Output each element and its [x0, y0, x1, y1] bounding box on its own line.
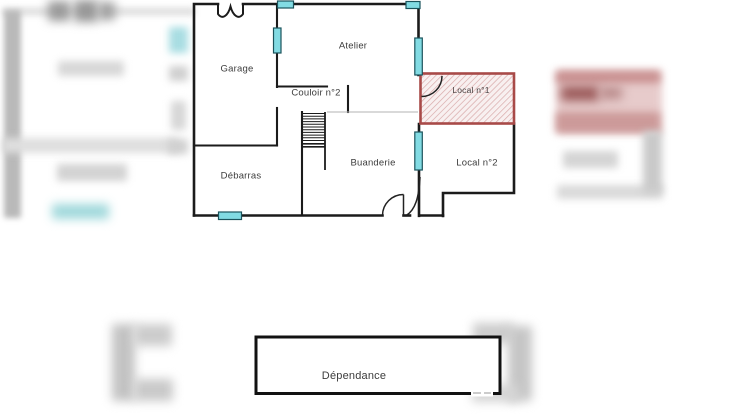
blurred-wall — [4, 10, 21, 218]
door-arc-local-1 — [421, 75, 443, 98]
window-garage-atelier — [272, 27, 282, 54]
room-label-debarras: Débarras — [220, 170, 262, 182]
blurred-wall — [643, 131, 662, 193]
blurred-wall — [168, 139, 188, 154]
blurred-title-text — [48, 1, 70, 21]
door-arc-entry — [406, 176, 421, 216]
blurred-room-label — [561, 86, 599, 101]
blurred-hatched-room-border — [556, 112, 660, 133]
blurred-hatched-room-border — [556, 71, 660, 83]
room-label-couloir-2: Couloir n°2 — [291, 87, 341, 99]
blurred-wall — [134, 324, 172, 346]
door-arc-buanderie — [381, 193, 405, 216]
blurred-wall — [2, 138, 178, 153]
interior-walls — [192, 2, 350, 217]
room-local-1-hatched — [419, 72, 516, 125]
blurred-room-label — [563, 151, 618, 168]
window-top-right — [405, 0, 421, 10]
blurred-title-text — [74, 0, 98, 22]
windows — [217, 0, 423, 221]
blurred-room-label — [58, 61, 124, 76]
room-label-garage: Garage — [220, 63, 254, 75]
blurred-wall — [169, 66, 188, 81]
window-atelier-right — [414, 37, 423, 76]
blurred-wall — [134, 379, 173, 401]
blurred-window — [52, 204, 109, 219]
stair-treads — [302, 113, 325, 141]
blurred-window — [169, 27, 188, 53]
stair-landing-edge — [302, 143, 325, 148]
room-label-buanderie: Buanderie — [350, 157, 396, 169]
blurred-title-text — [99, 2, 115, 20]
garage-door-notch — [217, 2, 244, 18]
blurred-room-label — [57, 164, 127, 181]
window-debarras-bottom — [217, 211, 243, 221]
blurred-room-label — [600, 87, 622, 99]
annex-outline — [254, 335, 502, 395]
window-top-center — [276, 0, 295, 9]
room-label-local-2: Local n°2 — [456, 157, 498, 169]
room-label-local-1: Local n°1 — [452, 85, 490, 95]
annex-door-gap — [471, 390, 493, 397]
room-label-atelier: Atelier — [338, 40, 368, 52]
staircase — [302, 112, 326, 170]
blurred-band — [2, 7, 195, 16]
blurred-wall — [112, 324, 135, 401]
blurred-wall — [171, 101, 186, 130]
annex-building — [254, 335, 502, 397]
blurred-wall — [557, 185, 663, 199]
room-label-dependance: Dépendance — [321, 370, 387, 382]
window-buanderie-local2 — [414, 131, 423, 171]
door-arcs — [381, 75, 443, 216]
